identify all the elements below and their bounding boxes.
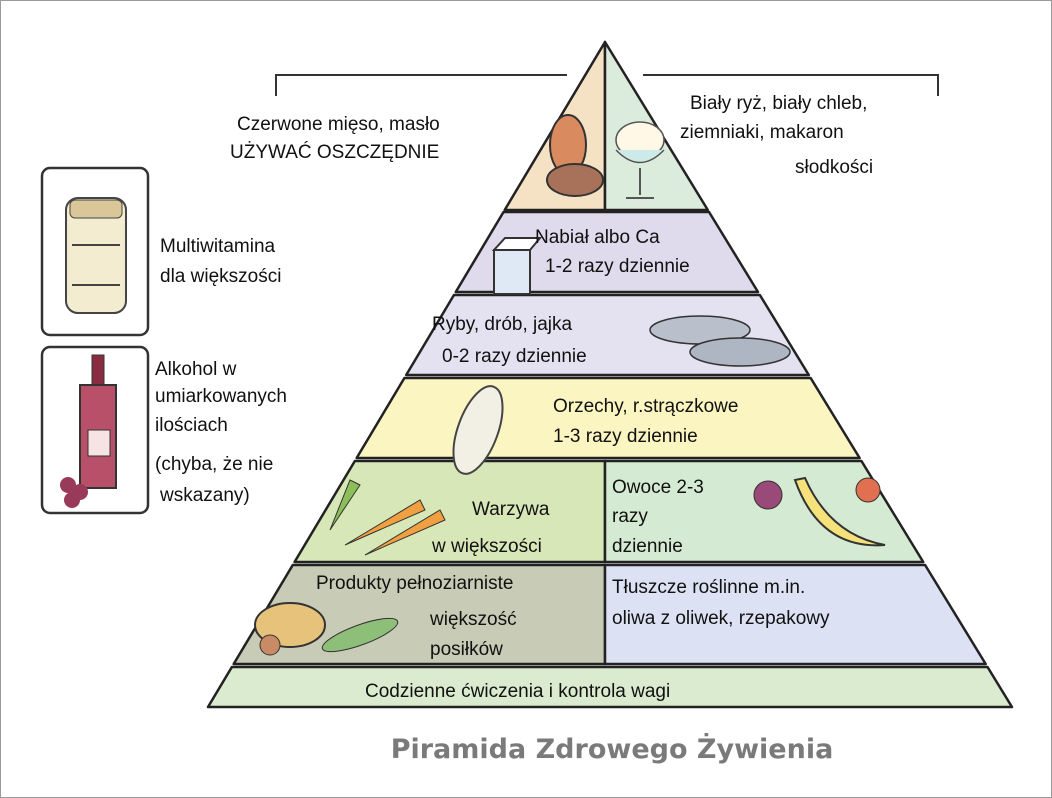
exercise-label: Codzienne ćwiczenia i kontrola wagi	[365, 681, 670, 702]
dairy-frequency: 1-2 razy dziennie	[545, 256, 690, 277]
alcohol-label-2: umiarkowanych	[155, 386, 287, 407]
multivitamin-label-2: dla większości	[160, 266, 281, 287]
alcohol-label-3: ilościach	[155, 415, 228, 436]
peanut-illustration	[452, 385, 504, 475]
nuts-frequency: 1-3 razy dziennie	[553, 426, 698, 447]
carrots-illustration	[329, 479, 446, 556]
vegetables-label: Warzywa	[472, 499, 550, 520]
sweets-label: słodkości	[795, 157, 873, 178]
fruit-frequency-2: dziennie	[612, 536, 683, 557]
refined-carbs-label-2: ziemniaki, makaron	[680, 122, 844, 143]
fruit-frequency-1: razy	[612, 506, 648, 527]
grains-label: Produkty pełnoziarniste	[316, 573, 514, 594]
vegetables-frequency: w większości	[431, 536, 542, 557]
alcohol-label-1: Alkohol w	[155, 359, 237, 380]
fruit-label: Owoce 2-3	[612, 477, 704, 498]
right-bracket	[643, 74, 939, 96]
oils-label-1: Tłuszcze roślinne m.in.	[612, 577, 805, 598]
red-meat-label: Czerwone mięso, masło	[237, 114, 440, 135]
pyramid-bands	[206, 40, 1014, 709]
fish-frequency: 0-2 razy dziennie	[442, 346, 587, 367]
fruit-illustration	[753, 476, 886, 547]
bread-illustration	[254, 602, 399, 656]
use-sparingly-label: UŻYWAĆ OSZCZĘDNIE	[230, 141, 439, 163]
vitamin-jar-illustration	[65, 197, 127, 314]
diagram-title: Piramida Zdrowego Żywienia	[391, 733, 834, 765]
exercise-band	[206, 665, 1014, 709]
meat-illustration	[546, 114, 604, 197]
fish-illustration	[649, 315, 791, 367]
dairy-band	[454, 210, 760, 294]
multivitamin-label-1: Multiwitamina	[160, 236, 276, 257]
alcohol-label-4: (chyba, że nie	[155, 454, 273, 475]
oils-label-2: oliwa z oliwek, rzepakowy	[612, 608, 830, 629]
oils-section	[603, 563, 987, 666]
fish-label: Ryby, drób, jajka	[432, 314, 573, 335]
ice-cream-illustration	[615, 121, 665, 199]
refined-carbs-label-1: Biały ryż, biały chleb,	[690, 93, 867, 114]
nuts-label: Orzechy, r.strączkowe	[553, 396, 738, 417]
milk-carton-illustration	[491, 237, 543, 295]
left-bracket	[275, 74, 567, 96]
grains-frequency-1: większość	[429, 609, 517, 630]
alcohol-label-5: wskazany)	[159, 485, 250, 506]
wine-bottle-illustration	[60, 354, 117, 508]
dairy-label: Nabiał albo Ca	[535, 227, 660, 248]
grains-frequency-2: posiłków	[430, 639, 503, 660]
